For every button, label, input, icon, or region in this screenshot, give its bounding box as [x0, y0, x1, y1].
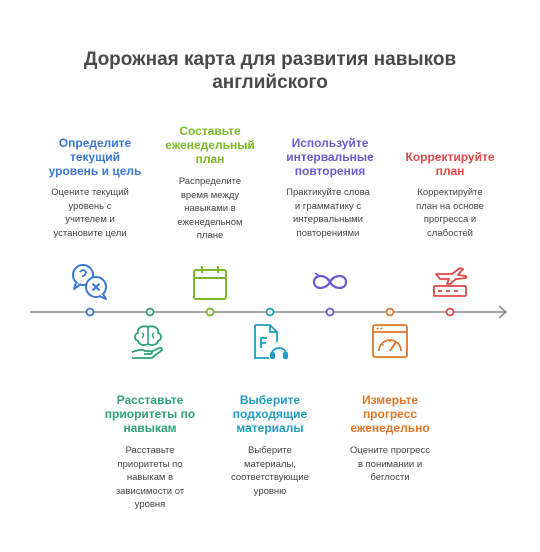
title-line-1: Дорожная карта для развития навыков [83, 49, 457, 70]
step-2-node [145, 307, 155, 317]
step-4-node [265, 307, 275, 317]
step-3-node [205, 307, 215, 317]
page-title: Дорожная карта для развития навыков англ… [0, 48, 540, 94]
calendar-icon [193, 266, 227, 300]
brain-hand-icon [131, 325, 163, 359]
plane-runway-icon [433, 267, 467, 297]
chat-question-icon [72, 264, 107, 300]
infinity-loop-icon [312, 272, 348, 290]
step-6-node [385, 307, 395, 317]
audio-file-icon [254, 324, 288, 359]
step-7-node [445, 307, 455, 317]
step-5-node [325, 307, 335, 317]
timeline-arrowhead [498, 305, 508, 319]
title-line-2: английского [212, 72, 328, 93]
gauge-window-icon [372, 324, 408, 358]
step-1-node [85, 307, 95, 317]
